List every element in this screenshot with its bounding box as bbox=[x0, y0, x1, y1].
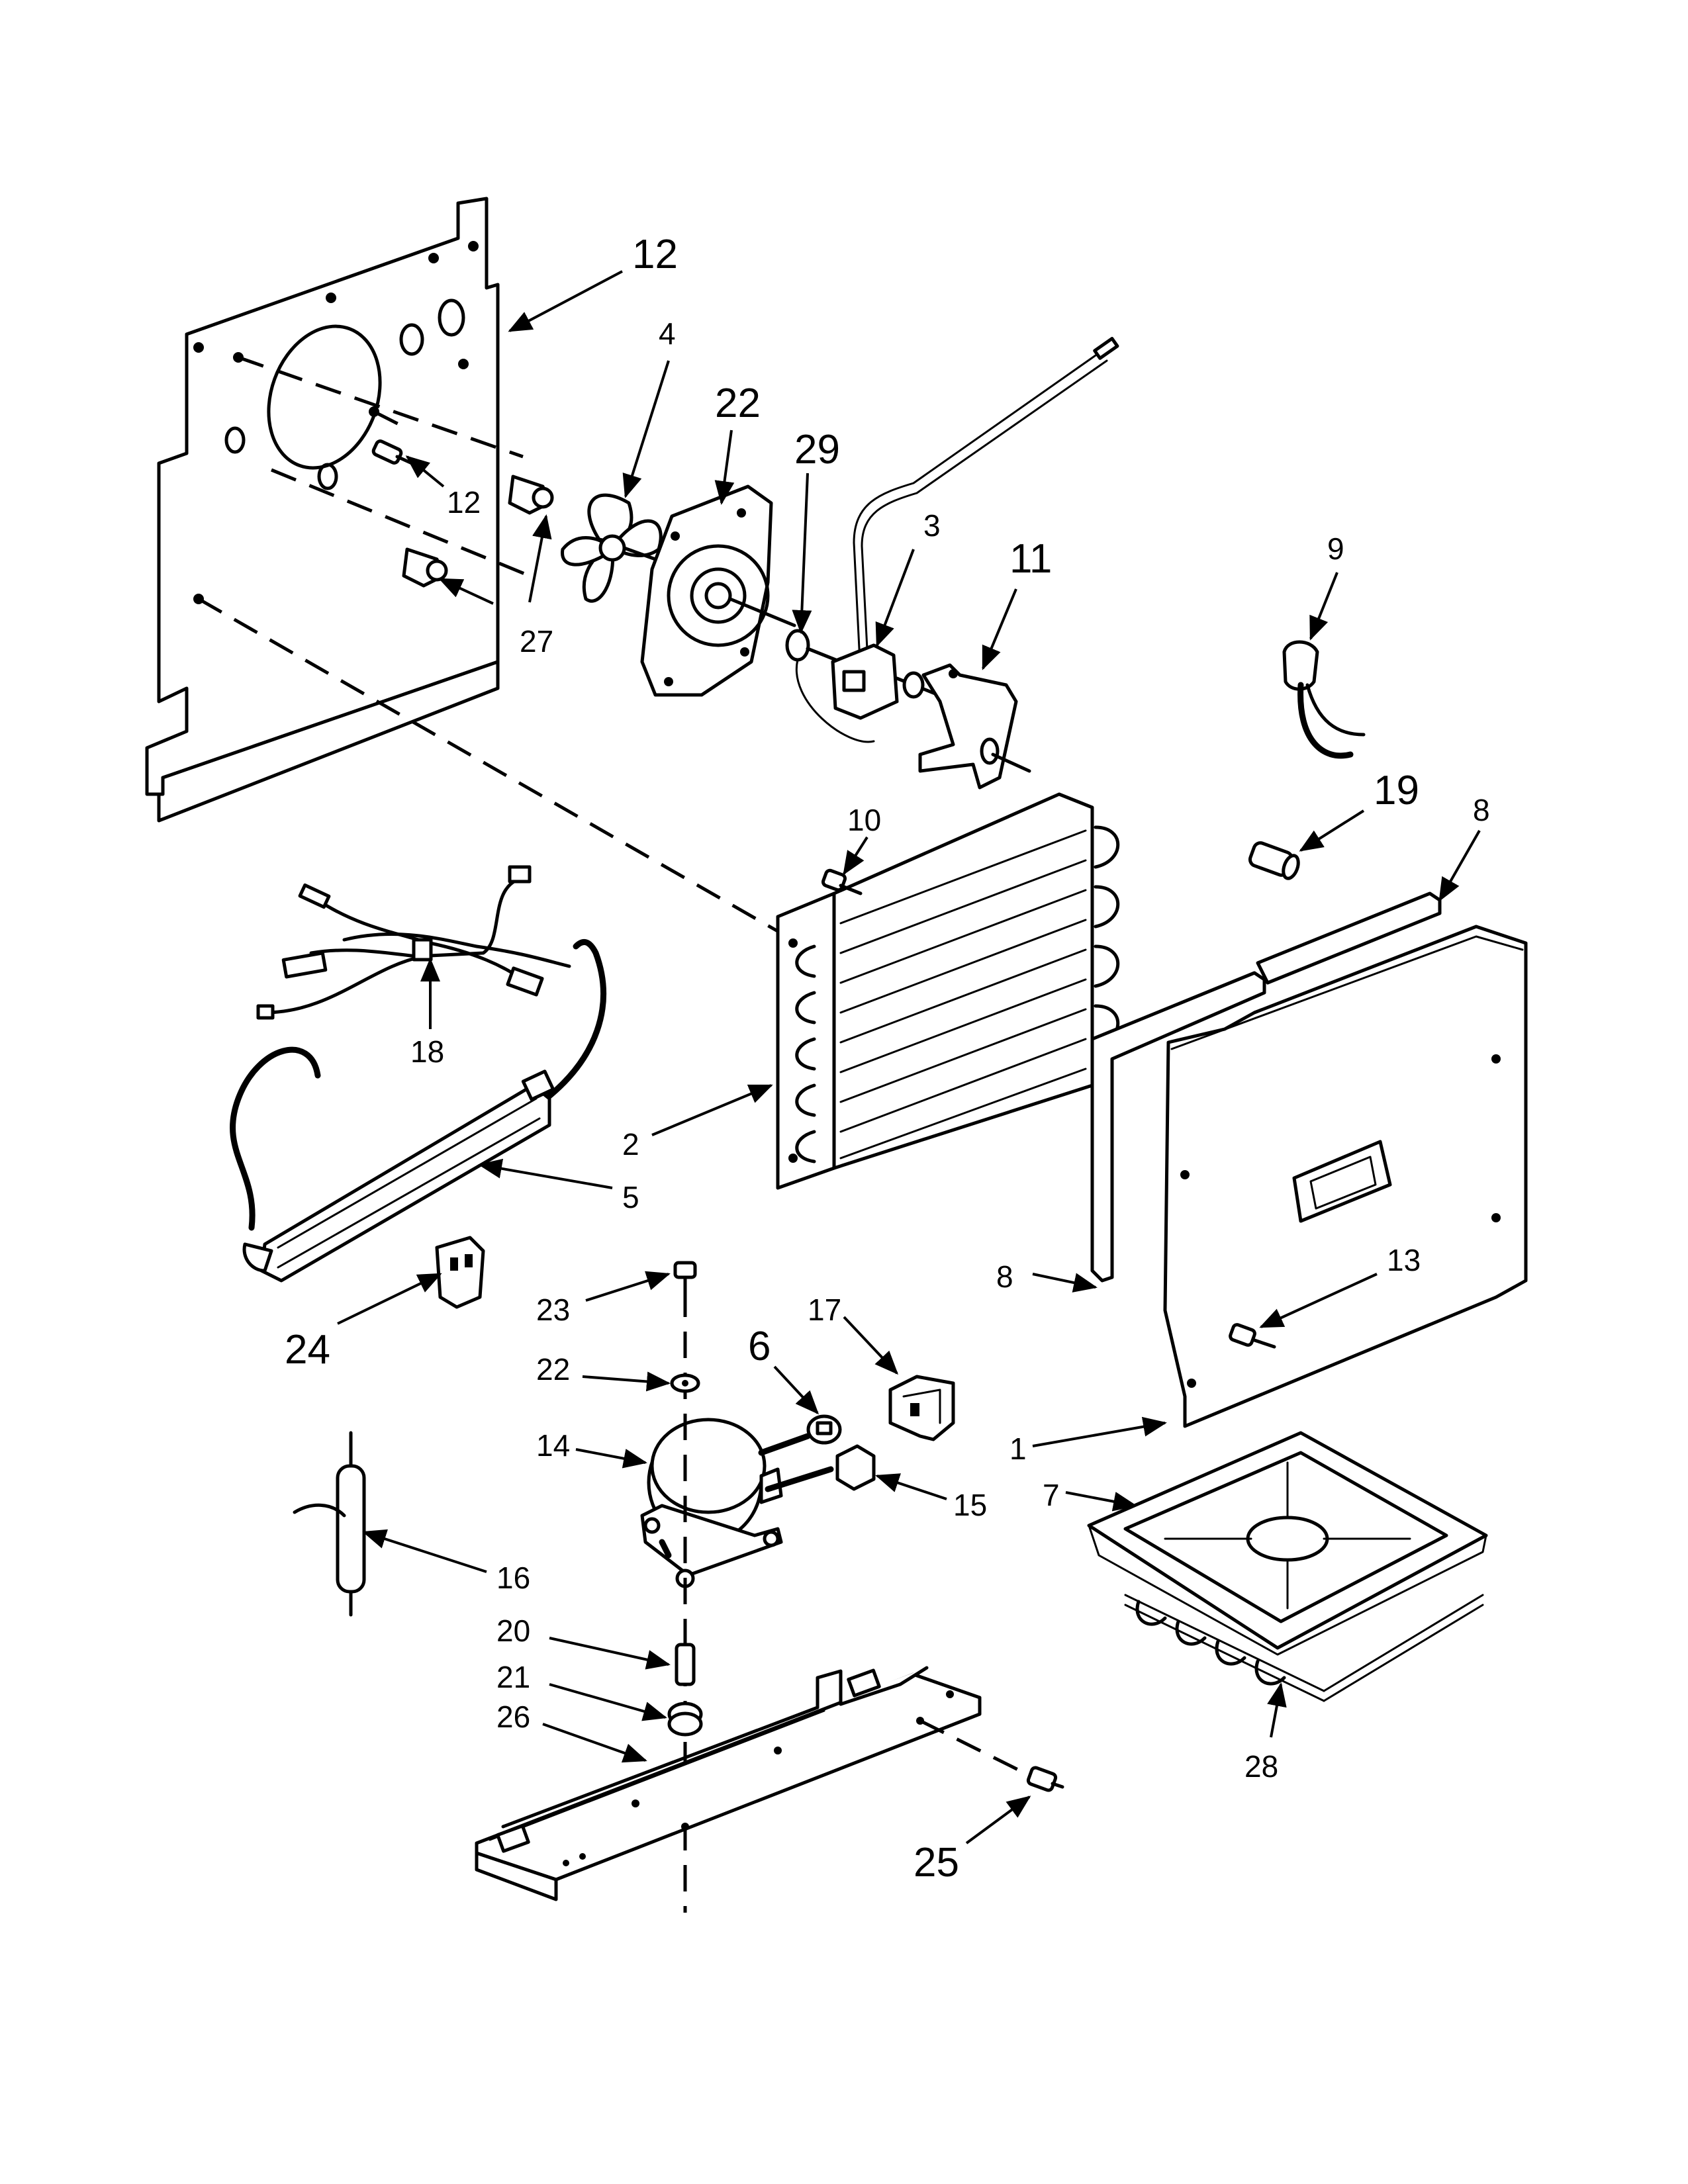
callout-29: 29 bbox=[794, 427, 840, 473]
callout-2: 2 bbox=[622, 1127, 639, 1161]
drain-pan-coil bbox=[1124, 1594, 1484, 1702]
callout-9: 9 bbox=[1327, 531, 1344, 566]
callout-22-mid: 22 bbox=[536, 1352, 570, 1387]
callout-28: 28 bbox=[1244, 1749, 1278, 1784]
condenser-coil bbox=[776, 792, 1120, 1190]
callout-leaders bbox=[337, 270, 1481, 1844]
start-relay bbox=[835, 1444, 876, 1491]
filter-drier bbox=[293, 1431, 366, 1617]
coil-screw bbox=[821, 868, 863, 895]
compressor bbox=[640, 1418, 834, 1588]
callout-13: 13 bbox=[1387, 1243, 1421, 1277]
fan-motor-mount bbox=[918, 663, 1031, 790]
callout-20: 20 bbox=[496, 1614, 530, 1648]
rear-mounting-panel bbox=[145, 197, 500, 823]
callout-6: 6 bbox=[748, 1324, 771, 1369]
callout-7: 7 bbox=[1043, 1478, 1060, 1512]
callout-labels: 12 4 22 29 3 11 9 12 27 19 8 10 18 2 5 8… bbox=[285, 232, 1490, 1886]
overload-protector bbox=[806, 1414, 842, 1445]
callout-4: 4 bbox=[659, 316, 676, 351]
motor-clip bbox=[785, 629, 875, 743]
callout-19: 19 bbox=[1374, 768, 1419, 813]
condenser-fan-motor bbox=[831, 337, 1119, 720]
callout-27: 27 bbox=[520, 624, 553, 659]
callout-14: 14 bbox=[536, 1428, 570, 1463]
condenser-fan-blade bbox=[561, 493, 663, 603]
drain-pan bbox=[1087, 1431, 1488, 1656]
alignment-lines bbox=[197, 355, 782, 935]
callout-11: 11 bbox=[1009, 536, 1052, 582]
wire-clip bbox=[1282, 640, 1366, 759]
terminal-cover bbox=[888, 1375, 955, 1441]
callout-18: 18 bbox=[410, 1034, 444, 1069]
callout-12-top: 12 bbox=[632, 232, 678, 277]
callout-26: 26 bbox=[496, 1700, 530, 1734]
retaining-clips bbox=[402, 475, 554, 588]
callout-10: 10 bbox=[847, 803, 881, 837]
callout-8-left: 8 bbox=[996, 1259, 1013, 1294]
cover-screw bbox=[1229, 1323, 1276, 1349]
callout-5: 5 bbox=[622, 1180, 639, 1214]
callout-1: 1 bbox=[1009, 1432, 1027, 1466]
callout-25: 25 bbox=[914, 1840, 959, 1886]
capacitor-cap bbox=[1248, 841, 1300, 880]
fan-motor-bracket bbox=[640, 484, 796, 697]
wiring-harness bbox=[256, 865, 571, 1020]
callout-24: 24 bbox=[285, 1327, 330, 1373]
callout-8-top: 8 bbox=[1473, 793, 1490, 827]
machine-compartment-cover bbox=[1090, 891, 1528, 1428]
base-plate-screw bbox=[919, 1719, 1064, 1792]
callout-17: 17 bbox=[808, 1293, 841, 1327]
callout-3: 3 bbox=[923, 508, 941, 543]
callout-16: 16 bbox=[496, 1561, 530, 1595]
callout-12-small: 12 bbox=[447, 485, 481, 520]
drain-heater bbox=[230, 939, 606, 1283]
callout-23: 23 bbox=[536, 1293, 570, 1327]
relay-clip bbox=[435, 1236, 485, 1309]
compressor-base-plate bbox=[475, 1666, 982, 1901]
callout-15: 15 bbox=[953, 1488, 987, 1522]
compressor-mounting-hardware bbox=[667, 1261, 703, 1913]
callout-21: 21 bbox=[496, 1660, 530, 1694]
callout-22-top: 22 bbox=[715, 381, 761, 426]
